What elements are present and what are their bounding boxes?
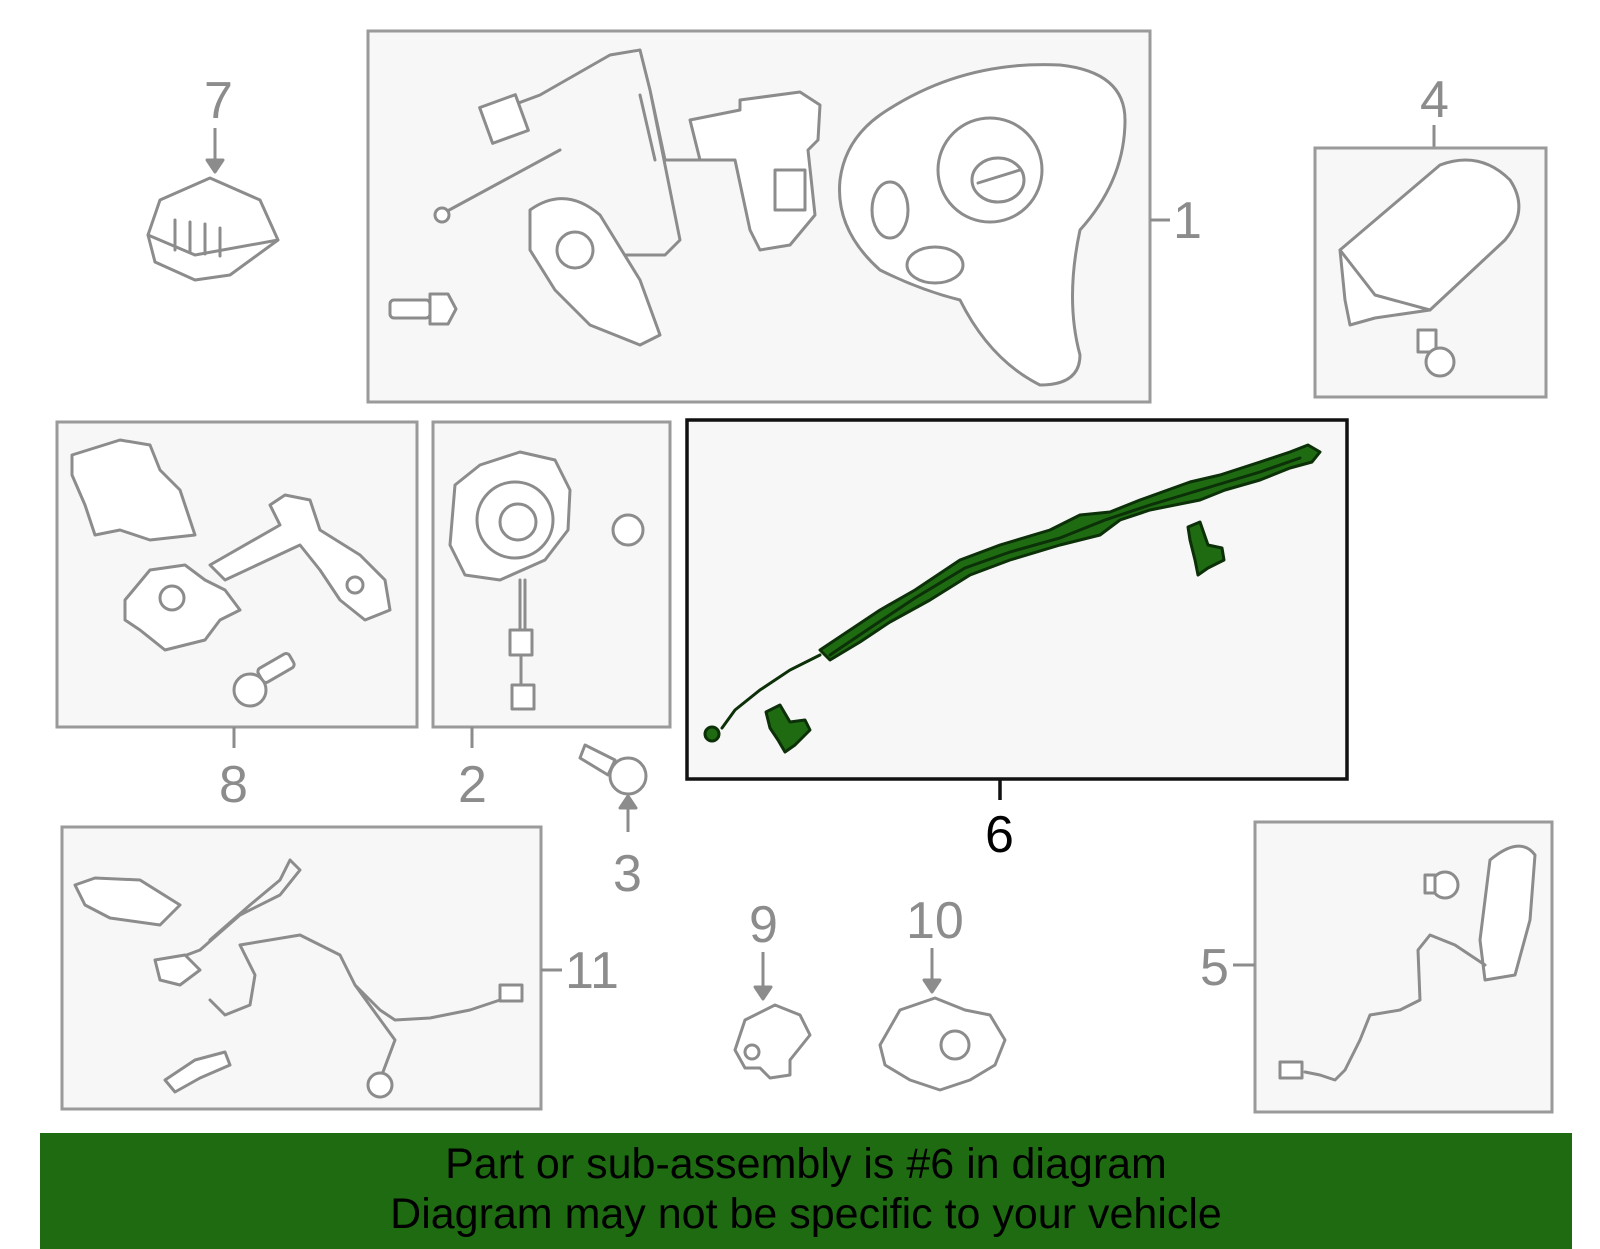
part-4-bolt (1416, 328, 1456, 378)
part-10-arrowhead (922, 978, 942, 994)
part-6-airbag-seam (828, 456, 1302, 657)
part-9-group[interactable]: 9 (733, 896, 812, 1080)
part-7-unit-edge (146, 233, 280, 257)
part-8-group[interactable]: 8 (55, 420, 419, 814)
info-banner: Part or sub-assembly is #6 in diagram Di… (40, 1133, 1572, 1249)
part-5-clip (1423, 870, 1460, 900)
part-3-screw-shank (578, 743, 617, 777)
callout-5: 5 (1200, 939, 1229, 997)
part-11-group[interactable]: 11 (60, 825, 619, 1111)
part-11-grommet (163, 1050, 232, 1094)
callout-7: 7 (204, 72, 233, 130)
part-11-harness (158, 858, 517, 1082)
part-2-clock-spring-hub (498, 502, 538, 542)
part-1-group[interactable]: 1 (366, 29, 1202, 404)
part-3-screw-head (608, 756, 648, 796)
part-8-sensor (123, 563, 242, 652)
part-1-bolt (388, 292, 458, 326)
callout-6: 6 (985, 806, 1014, 864)
part-1-airbag-emblem-ring (936, 116, 1044, 224)
part-1-switch-button (773, 168, 807, 212)
callout-1: 1 (1173, 192, 1202, 250)
part-11-connector-a (153, 953, 202, 987)
part-1-connector (478, 93, 530, 145)
part-1-plug (433, 206, 451, 224)
part-2-wire (518, 578, 527, 632)
part-3-group[interactable]: 3 (578, 743, 648, 903)
part-1-airbag-pad-left (870, 180, 910, 240)
part-1-airbag-emblem (970, 156, 1026, 204)
part-5-wire (1303, 933, 1487, 1082)
part-5-group[interactable]: 5 (1200, 820, 1554, 1114)
part-6-clip-upper (1186, 520, 1226, 577)
part-2-clip (611, 513, 645, 547)
part-2-connector (508, 628, 534, 657)
callout-3: 3 (613, 845, 642, 903)
part-2-clock-spring-ring (475, 480, 555, 560)
part-1-airbag-emblem-bar (976, 168, 1022, 185)
part-9-arrowhead (753, 985, 773, 1001)
part-8-sensor-port (158, 584, 186, 612)
callout-8: 8 (219, 756, 248, 814)
part-8-bolt (232, 652, 296, 708)
callout-11: 11 (565, 942, 619, 1000)
part-10-group[interactable]: 10 (878, 892, 1007, 1092)
part-11-sensor-pad (73, 876, 182, 927)
callout-4: 4 (1420, 71, 1449, 129)
part-4-airbag (1338, 158, 1521, 327)
part-1-airbag-pad-bottom (905, 245, 965, 285)
part-10-sensor-port (939, 1029, 971, 1061)
part-11-box (60, 825, 543, 1111)
callout-2: 2 (458, 756, 487, 814)
part-2-group[interactable]: 2 (431, 420, 672, 814)
part-8-bracket (70, 438, 197, 542)
banner-line-1: Part or sub-assembly is #6 in diagram (445, 1140, 1167, 1188)
part-2-plug (510, 683, 536, 711)
part-6-group[interactable]: 6 (685, 418, 1349, 864)
part-6-curtain-airbag (818, 443, 1322, 662)
part-11-connector-c (366, 1071, 394, 1099)
part-6-inflator-end (703, 725, 721, 743)
part-5-side-airbag (1478, 844, 1537, 982)
part-3-arrowhead (618, 794, 638, 810)
part-6-tether (720, 653, 822, 730)
callout-10: 10 (906, 892, 964, 950)
part-1-airbag-module (838, 63, 1127, 387)
part-9-impact-sensor (733, 1003, 812, 1080)
part-8-rod-hole (345, 575, 365, 595)
part-11-connector-b (498, 983, 524, 1003)
part-4-group[interactable]: 4 (1313, 71, 1548, 399)
part-7-control-unit (146, 176, 280, 282)
part-7-group[interactable]: 7 (146, 72, 280, 282)
callout-9: 9 (749, 896, 778, 954)
part-8-rod (208, 493, 392, 622)
part-5-connector (1278, 1060, 1304, 1080)
part-1-harness (438, 48, 722, 257)
banner-line-2: Diagram may not be specific to your vehi… (390, 1190, 1222, 1238)
part-9-sensor-hole (743, 1043, 761, 1061)
part-1-left-switch-dial (555, 230, 595, 270)
part-4-airbag-edge (1338, 248, 1432, 312)
part-6-clip-lower (764, 703, 812, 754)
part-7-arrowhead (205, 158, 225, 174)
part-7-unit-ribs (173, 218, 222, 258)
